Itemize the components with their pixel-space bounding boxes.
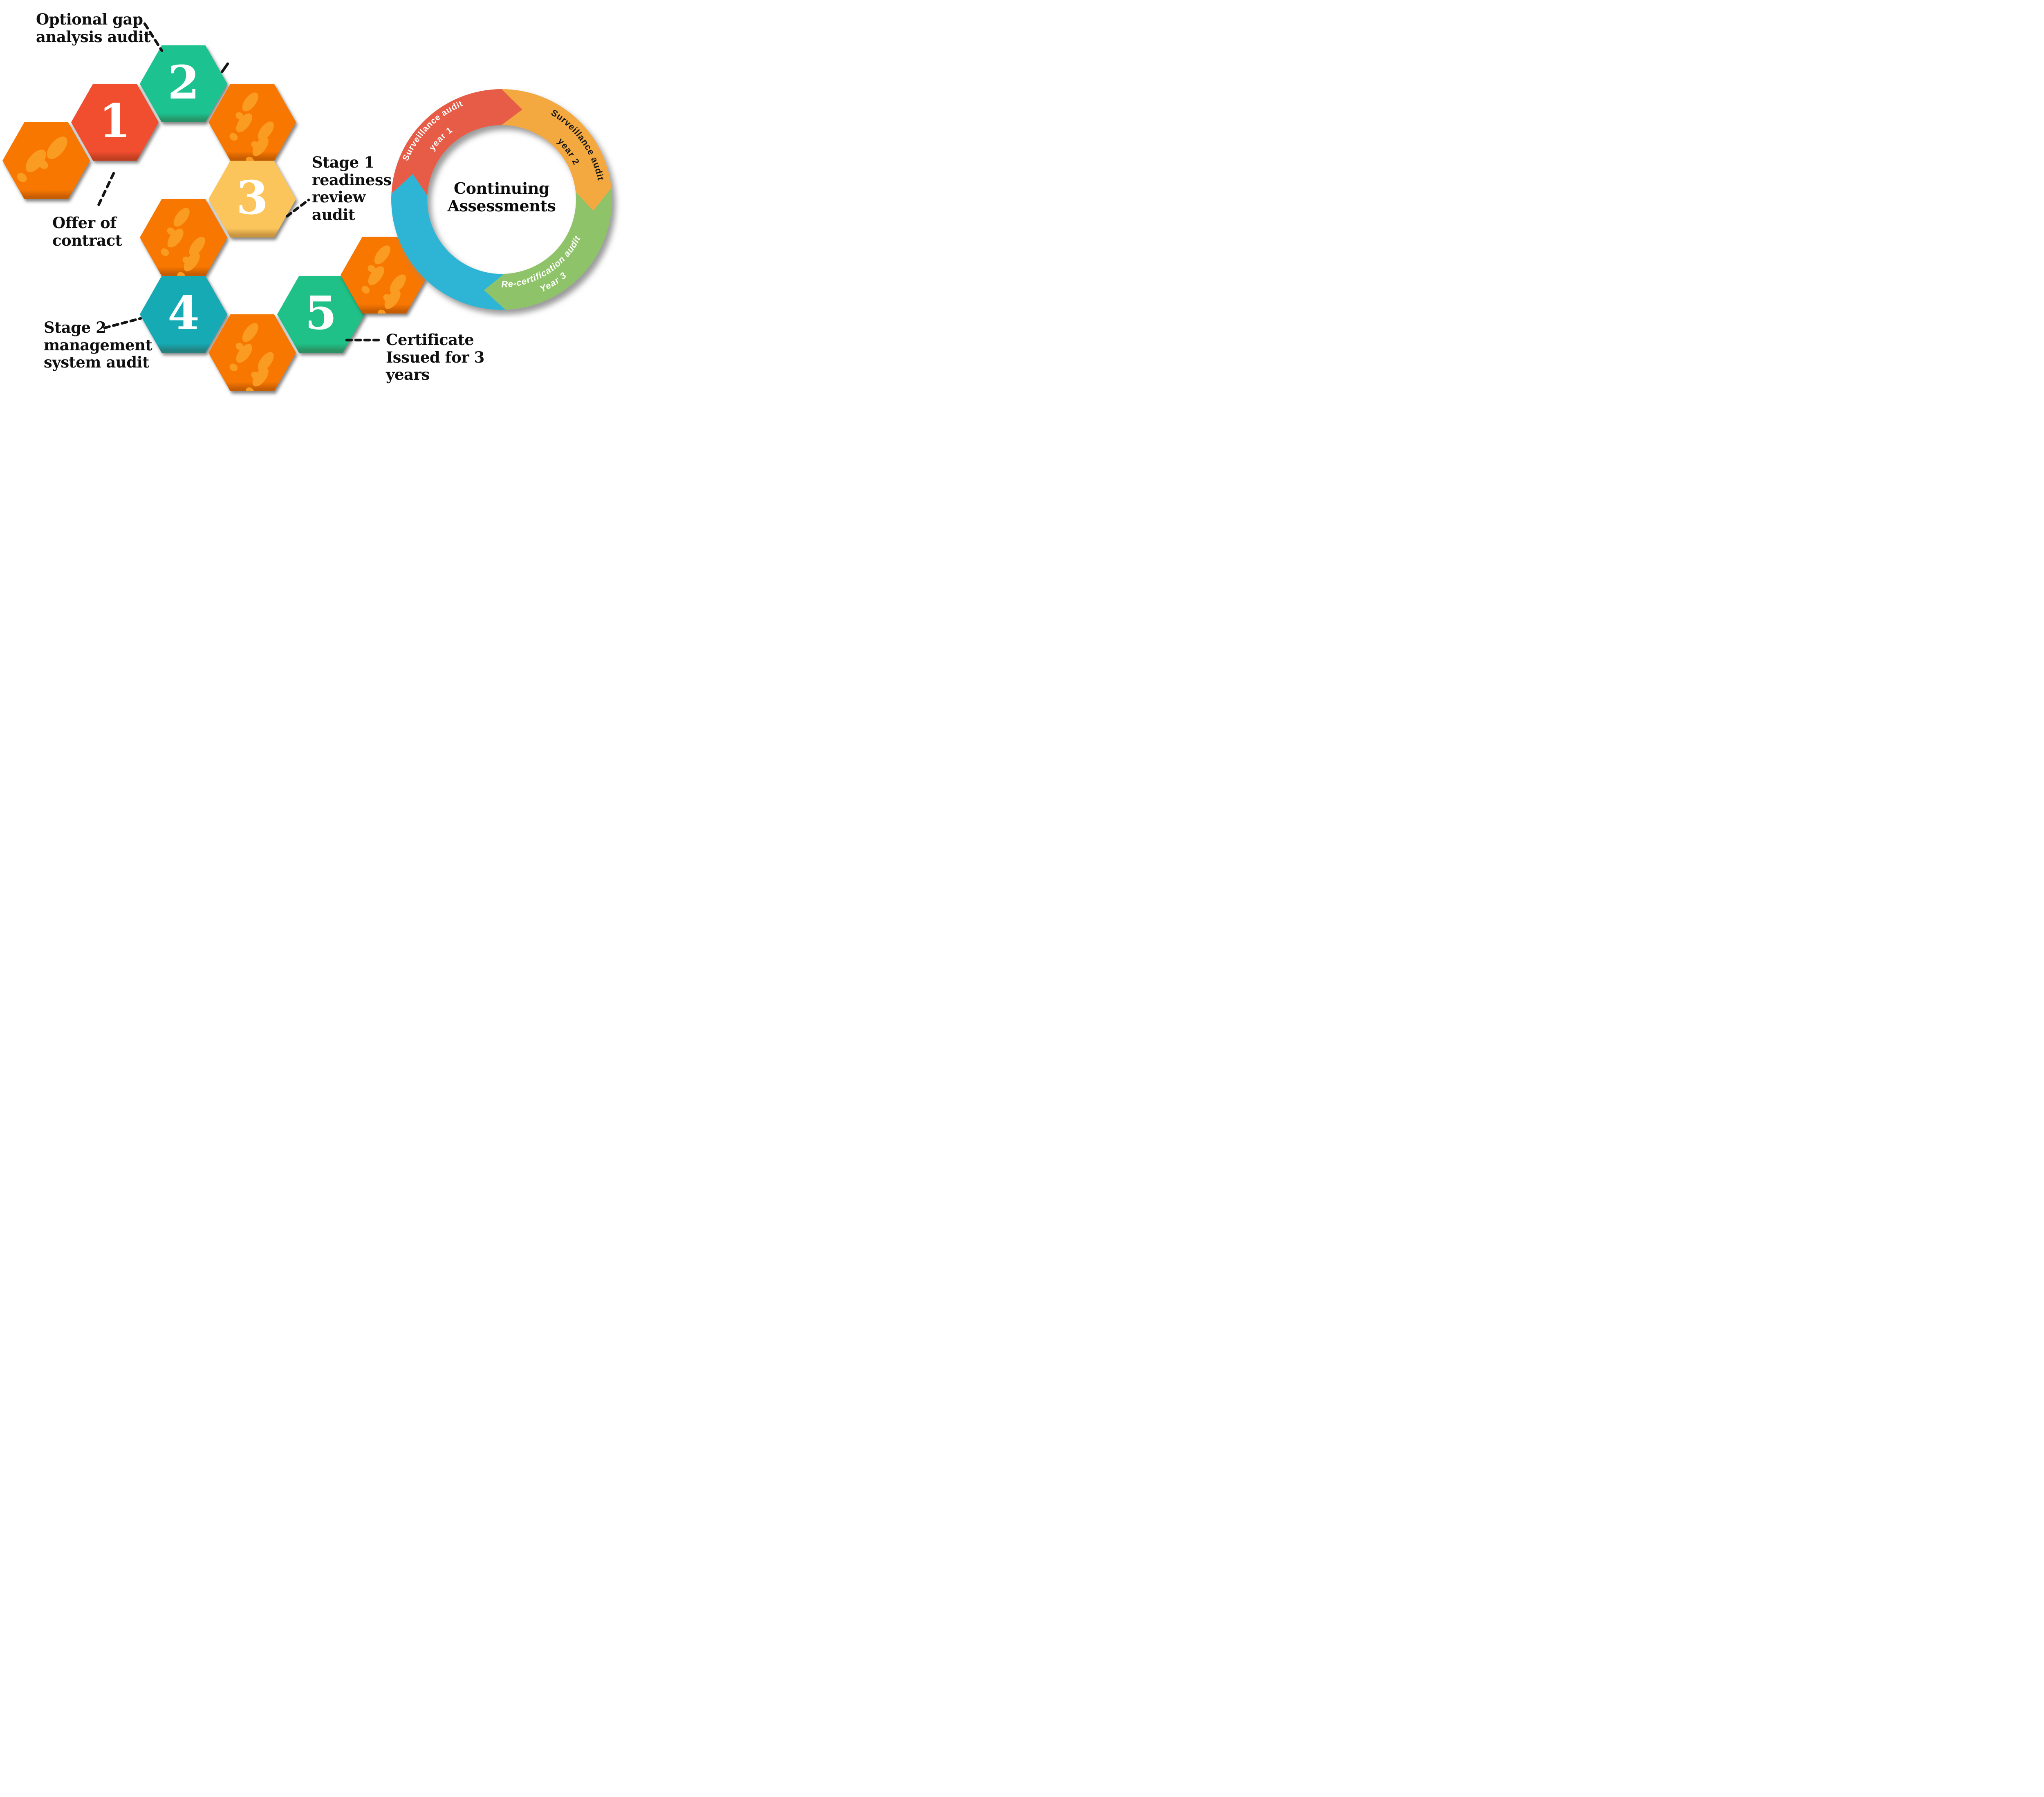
label-stage-1-readiness-review-audit: Stage 1 readiness review audit [312, 153, 392, 224]
step-1-hexagon: 1 [71, 84, 159, 161]
label-offer-of-contract: Offer of contract [52, 214, 122, 249]
footprints-icon [361, 245, 406, 314]
step-2-hexagon: 2 [140, 45, 227, 122]
certification-process-diagram: 1 2 3 [0, 0, 632, 401]
step-2-number: 2 [168, 56, 199, 110]
footprints-icon [17, 136, 67, 182]
footprints-icon [229, 323, 274, 391]
footprints-hexagon [208, 314, 296, 391]
ring-center-label: Continuing Assessments [447, 179, 556, 215]
footprints-hexagon [208, 84, 296, 161]
footprints-icon [161, 208, 205, 276]
footprints-hexagon [140, 199, 227, 276]
ring-segment-blue [391, 174, 506, 310]
ring-segment-surveillance-year1 [391, 89, 522, 196]
step-3-hexagon: 3 [208, 161, 296, 238]
footprints-hexagon [2, 122, 90, 199]
ring-segment-surveillance-year2 [502, 89, 612, 211]
step-4-hexagon: 4 [140, 276, 227, 353]
label-certificate-issued: Certificate Issued for 3 years [386, 331, 484, 384]
ring-segment-recertification-year3 [484, 188, 612, 310]
label-optional-gap-analysis-audit: Optional gap analysis audit [36, 10, 150, 46]
step-3-number: 3 [236, 171, 268, 225]
label-stage-2-management-system-audit: Stage 2 management system audit [44, 318, 152, 372]
continuing-assessments-ring: Surveillance audit year 1 Surveillance a… [387, 81, 624, 318]
step-4-number: 4 [168, 287, 199, 340]
connector-step1-to-offer [96, 172, 115, 209]
step-1-number: 1 [99, 94, 131, 148]
ring-graphic: Surveillance audit year 1 Surveillance a… [391, 89, 612, 310]
step-5-number: 5 [305, 287, 337, 340]
footprints-icon [229, 92, 274, 161]
